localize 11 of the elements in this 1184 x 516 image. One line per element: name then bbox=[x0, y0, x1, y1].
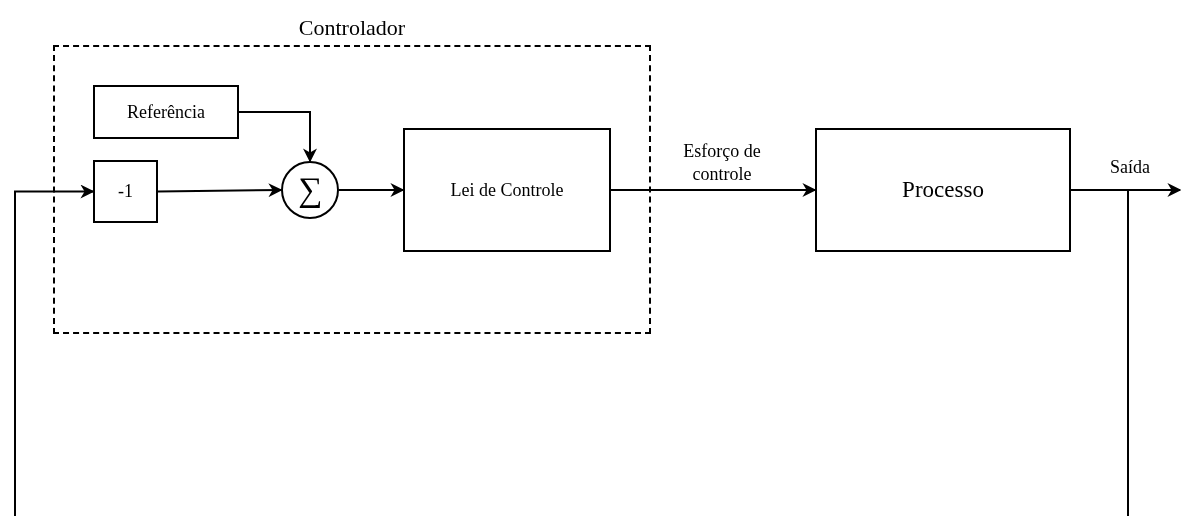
gain-box: -1 bbox=[93, 160, 158, 223]
arrow bbox=[610, 183, 817, 197]
process-box: Processo bbox=[815, 128, 1071, 252]
arrow bbox=[338, 183, 405, 197]
arrow bbox=[157, 183, 283, 198]
arrow bbox=[14, 184, 1129, 516]
group-title: Controlador bbox=[297, 15, 407, 41]
arrow bbox=[238, 111, 317, 163]
process-box: Lei de Controle bbox=[403, 128, 611, 252]
process-box: Referência bbox=[93, 85, 239, 139]
summing-junction: ∑ bbox=[281, 161, 339, 219]
